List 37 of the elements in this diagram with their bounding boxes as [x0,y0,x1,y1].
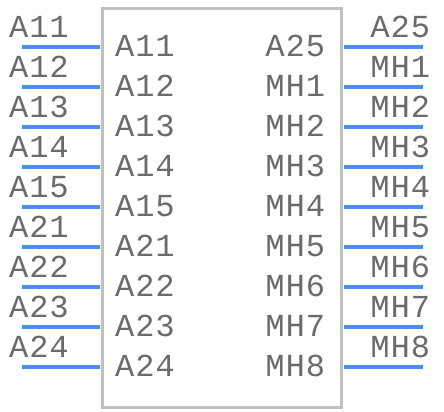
pin-label: MH3 [370,132,431,166]
pin-name: A23 [115,311,176,345]
pin-label: A22 [9,252,70,286]
pin-name: A21 [115,231,176,265]
pin-name: MH2 [265,111,326,145]
pin-name: A15 [115,191,176,225]
pin-label: A21 [9,212,70,246]
pin-label: A15 [9,172,70,206]
pin-name: MH8 [265,351,326,385]
pin-label: MH2 [370,92,431,126]
pin-name: A22 [115,271,176,305]
pin-label: MH5 [370,212,431,246]
pin-label: MH8 [370,332,431,366]
pin-label: A12 [9,52,70,86]
pin-label: MH7 [370,292,431,326]
pin-label: MH6 [370,252,431,286]
pin-name: MH6 [265,271,326,305]
component-body [101,7,343,409]
pin-label: A11 [9,12,70,46]
pin-name: MH1 [265,71,326,105]
pin-label: MH1 [370,52,431,86]
pin-name: MH7 [265,311,326,345]
pin-name: A13 [115,111,176,145]
pin-label: MH4 [370,172,431,206]
pin-label: A25 [370,12,431,46]
pin-label: A24 [9,332,70,366]
pin-name: A25 [265,31,326,65]
pin-name: A14 [115,151,176,185]
pin-name: A12 [115,71,176,105]
pin-name: MH5 [265,231,326,265]
pin-name: A11 [115,31,176,65]
pin-name: A24 [115,351,176,385]
pin-name: MH4 [265,191,326,225]
pin-label: A23 [9,292,70,326]
pin-label: A14 [9,132,70,166]
pin-name: MH3 [265,151,326,185]
pin-label: A13 [9,92,70,126]
